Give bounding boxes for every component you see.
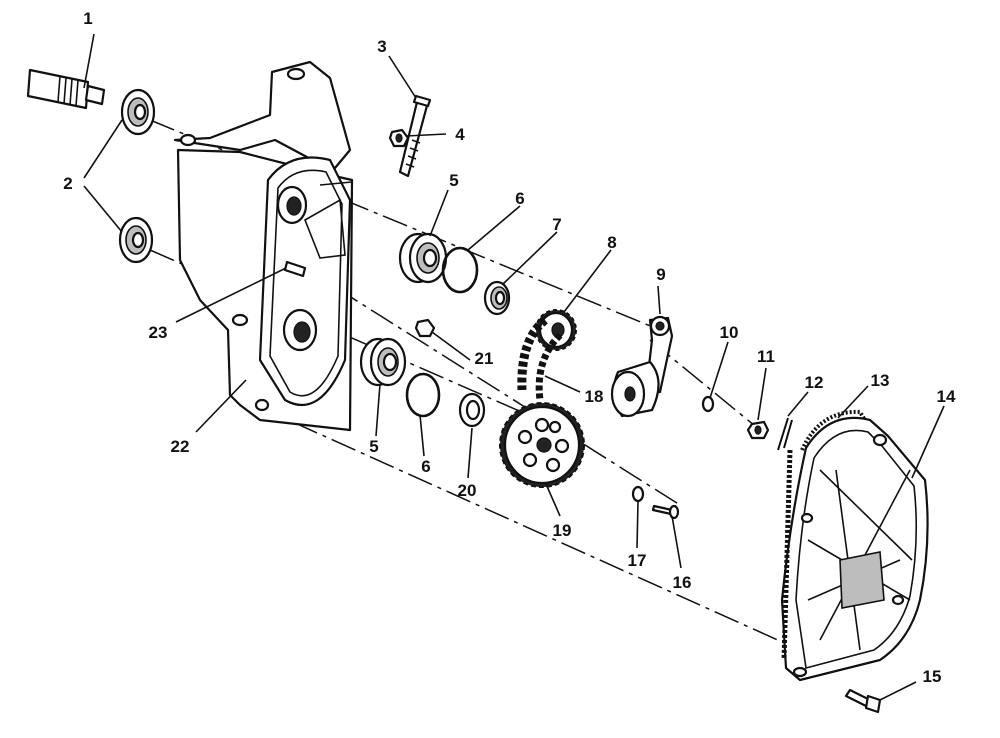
callout-2: 2 [63, 174, 72, 193]
callout-6-upper: 6 [515, 189, 524, 208]
jam-nut [388, 128, 410, 148]
thrust-washer [458, 392, 486, 428]
callout-1: 1 [83, 9, 92, 28]
callout-11: 11 [757, 347, 775, 366]
chaincase-housing [173, 60, 354, 432]
callout-9: 9 [656, 265, 665, 284]
cap-screw [651, 504, 680, 520]
callout-14: 14 [937, 387, 956, 406]
callout-20: 20 [458, 481, 477, 500]
callout-22: 22 [171, 437, 190, 456]
callout-13: 13 [871, 371, 890, 390]
callout-21: 21 [475, 349, 494, 368]
callout-18: 18 [585, 387, 604, 406]
callout-5-lower: 5 [369, 437, 378, 456]
snap-ring-upper [441, 246, 479, 294]
drive-sprocket [535, 309, 577, 351]
callout-7: 7 [552, 215, 561, 234]
leader-lines [83, 33, 945, 701]
drive-chain [517, 316, 563, 401]
callout-10: 10 [720, 323, 739, 342]
snap-ring-lower [405, 372, 441, 418]
tensioner-arm [610, 315, 674, 418]
adjuster-bolt [398, 94, 432, 178]
callout-23: 23 [149, 323, 168, 342]
bearing-lower [359, 337, 407, 387]
callout-5-upper: 5 [449, 171, 458, 190]
callout-16: 16 [673, 573, 692, 592]
callout-labels: 1 2 3 4 5 5 6 6 7 8 9 10 11 12 13 14 15 … [63, 9, 956, 686]
cover-gasket [800, 409, 872, 451]
callout-12: 12 [805, 373, 824, 392]
washer [701, 395, 715, 413]
oil-seal-upper [120, 88, 156, 136]
callout-17: 17 [628, 551, 647, 570]
callout-15: 15 [923, 667, 942, 686]
oil-seal-lower [118, 216, 154, 264]
chaincase-cover [780, 416, 929, 682]
lock-nut [746, 420, 770, 440]
input-shaft [26, 68, 106, 110]
seal [483, 280, 511, 316]
callout-6-lower: 6 [421, 457, 430, 476]
cotter-pin [777, 417, 793, 451]
cover-bolt [844, 688, 882, 714]
driven-sprocket [499, 402, 585, 488]
callout-19: 19 [553, 521, 572, 540]
bearing-upper [398, 232, 448, 284]
callout-3: 3 [377, 37, 386, 56]
callout-8: 8 [607, 233, 616, 252]
callout-4: 4 [455, 125, 465, 144]
hex-nut [414, 318, 436, 338]
sprocket-washer [631, 485, 645, 503]
